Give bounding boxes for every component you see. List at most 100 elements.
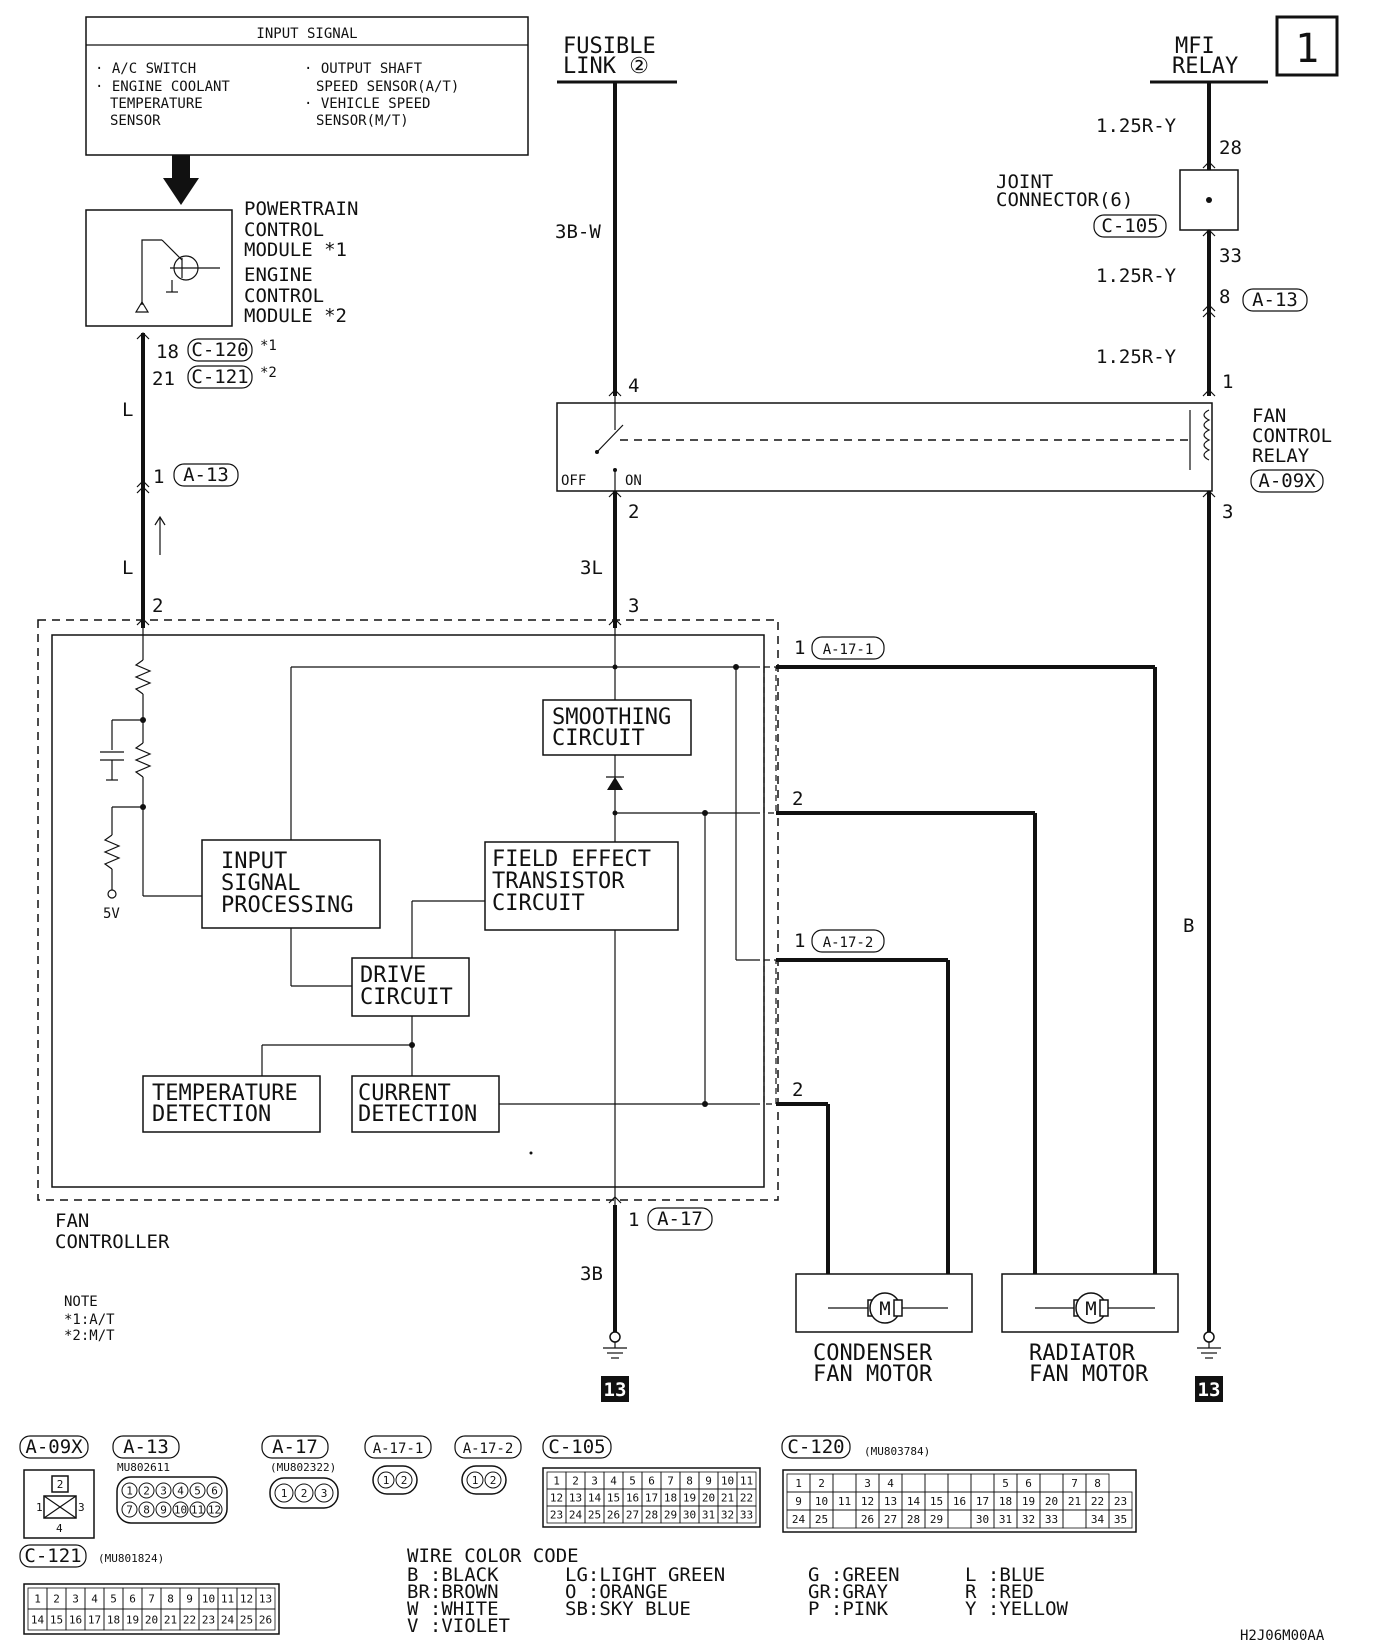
c121-pin-17: 17 — [88, 1614, 101, 1627]
c105-pin-23: 23 — [550, 1509, 563, 1522]
c121-pin-21: 21 — [164, 1614, 177, 1627]
c121-pin-8: 8 — [167, 1593, 174, 1606]
pcm-label-1: POWERTRAIN — [244, 198, 358, 220]
pin-3-mid: 3 — [628, 595, 639, 617]
c121-pin-7: 7 — [148, 1593, 155, 1606]
c120-pin-24: 24 — [792, 1513, 806, 1526]
wire-label-3b: 3B — [580, 1263, 603, 1285]
a17-pin-2: 2 — [301, 1487, 308, 1500]
radiator-label-2: FAN MOTOR — [1029, 1362, 1149, 1387]
condenser-label-1: CONDENSER — [813, 1341, 933, 1366]
pcm-label-2: CONTROL — [244, 219, 324, 241]
c105-pin-1: 1 — [553, 1475, 560, 1488]
connector-a13-title: A-13 — [123, 1436, 169, 1458]
drive-label-2: CIRCUIT — [360, 985, 453, 1010]
connector-c121-title: C-121 — [24, 1545, 81, 1567]
color-code-y: Y :YELLOW — [965, 1598, 1069, 1620]
input-signal-vehicle-speed-2: SENSOR(M/T) — [316, 113, 409, 129]
fet-label-3: CIRCUIT — [492, 891, 585, 916]
resistor-1-icon — [134, 659, 152, 695]
wire-label-1-25r-y-c: 1.25R-Y — [1096, 346, 1177, 368]
a13-pin-5: 5 — [194, 1485, 201, 1498]
pin-28: 28 — [1219, 137, 1242, 159]
a13-pin-4: 4 — [177, 1485, 184, 1498]
current-label-1: CURRENT — [358, 1081, 451, 1106]
note-title: NOTE — [64, 1294, 98, 1310]
c121-pin-18: 18 — [107, 1614, 120, 1627]
c105-pin-22: 22 — [740, 1492, 753, 1505]
c105-pin-8: 8 — [686, 1475, 693, 1488]
ground-ref-right: 13 — [1198, 1379, 1221, 1401]
input-proc-label-2: SIGNAL — [221, 871, 300, 896]
c120-pin-19: 19 — [1022, 1495, 1035, 1508]
c121-pin-1: 1 — [34, 1593, 41, 1606]
c105-pin-30: 30 — [683, 1509, 696, 1522]
input-signal-coolant-2: TEMPERATURE — [110, 96, 203, 112]
c120-pin-31: 31 — [999, 1513, 1012, 1526]
c121-pin-9: 9 — [186, 1593, 193, 1606]
c105-pin-10: 10 — [721, 1475, 734, 1488]
pin-1-a13: 1 — [153, 466, 164, 488]
signal-arrow-icon — [163, 155, 199, 205]
connector-c121-part: (MU801824) — [98, 1552, 164, 1565]
color-code-p: P :PINK — [808, 1598, 889, 1620]
connector-a13-ref: A-13 — [183, 464, 229, 486]
c105-pin-19: 19 — [683, 1492, 696, 1505]
pin-18: 18 — [156, 341, 179, 363]
c105-pin-7: 7 — [667, 1475, 674, 1488]
a13-pin-10: 10 — [174, 1504, 187, 1517]
a13-pin-8: 8 — [143, 1504, 150, 1517]
c120-pin-23: 23 — [1114, 1495, 1127, 1508]
joint-connector-label-2: CONNECTOR(6) — [996, 189, 1133, 211]
color-code-gr: GR:GRAY — [808, 1581, 889, 1603]
a13-pin-7: 7 — [126, 1504, 133, 1517]
radiator-motor-symbol: M — [1085, 1298, 1096, 1320]
a09x-pin-3: 3 — [78, 1501, 85, 1514]
five-volt-label: 5V — [103, 906, 120, 922]
a09x-pin-1: 1 — [36, 1501, 43, 1514]
c121-pin-14: 14 — [31, 1614, 45, 1627]
fan-controller-outline — [37, 619, 779, 1201]
c105-pin-12: 12 — [550, 1492, 563, 1505]
c105-pin-6: 6 — [648, 1475, 655, 1488]
a17-1-pin-2: 2 — [401, 1474, 408, 1487]
condenser-label-2: FAN MOTOR — [813, 1362, 933, 1387]
c121-pin-23: 23 — [202, 1614, 215, 1627]
color-code-l: L :BLUE — [965, 1564, 1045, 1586]
diode-icon — [607, 777, 623, 790]
connector-a09x-title: A-09X — [25, 1436, 83, 1458]
wire-label-b: B — [1183, 915, 1194, 937]
pin-3-right: 3 — [1222, 501, 1233, 523]
c120-pin-10: 10 — [815, 1495, 828, 1508]
ecm-label-2: CONTROL — [244, 285, 324, 307]
pin-8: 8 — [1219, 286, 1230, 308]
temp-label-1: TEMPERATURE — [152, 1081, 298, 1106]
connector-c105-ref: C-105 — [1101, 215, 1158, 237]
note-ref-2: *2 — [260, 365, 277, 381]
wire-label-l-2: L — [122, 557, 133, 579]
c120-pin-32: 32 — [1022, 1513, 1035, 1526]
c121-pin-10: 10 — [202, 1593, 215, 1606]
fet-label-1: FIELD EFFECT — [492, 847, 651, 872]
mfi-relay-label-1: MFI — [1175, 34, 1215, 59]
pin-1-right: 1 — [1222, 371, 1233, 393]
c105-pin-15: 15 — [607, 1492, 620, 1505]
input-signal-output-shaft-2: SPEED SENSOR(A/T) — [316, 79, 459, 95]
wire-label-3l: 3L — [580, 557, 603, 579]
c120-pin-29: 29 — [930, 1513, 943, 1526]
connector-a17-2-title: A-17-2 — [463, 1441, 514, 1457]
c105-pin-26: 26 — [607, 1509, 620, 1522]
relay-off-label: OFF — [561, 473, 586, 489]
c105-pin-11: 11 — [740, 1475, 753, 1488]
c105-pin-3: 3 — [591, 1475, 598, 1488]
c120-pin-11: 11 — [838, 1495, 851, 1508]
relay-on-label: ON — [625, 473, 642, 489]
a13-pin-9: 9 — [160, 1504, 167, 1517]
c105-pin-29: 29 — [664, 1509, 677, 1522]
smoothing-label-2: CIRCUIT — [552, 726, 645, 751]
c105-pin-14: 14 — [588, 1492, 602, 1505]
c105-pin-33: 33 — [740, 1509, 753, 1522]
fan-control-relay-label-3: RELAY — [1252, 445, 1310, 467]
